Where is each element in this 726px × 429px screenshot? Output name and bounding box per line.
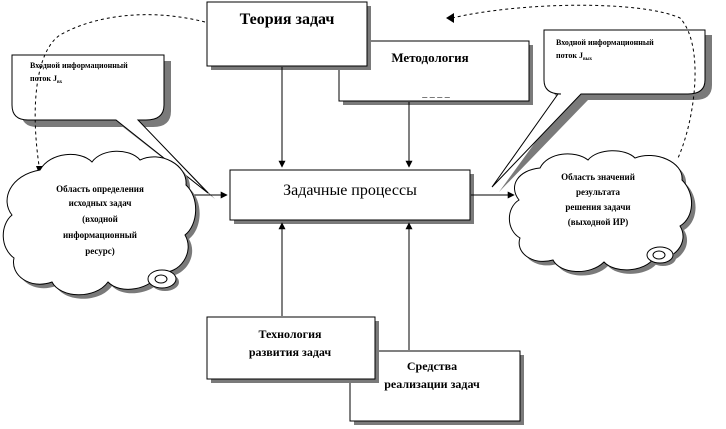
input-domain-line4: информационный: [63, 230, 137, 240]
task-processes-box: Задачные процессы: [229, 169, 474, 224]
task-processes-label: Задачные процессы: [283, 182, 417, 199]
output-stream-label-line2: поток Jвых: [556, 51, 593, 62]
input-dashed-curve: [34, 14, 206, 173]
output-domain-line1: Область значений: [561, 172, 635, 182]
output-dashed-arrowhead: [446, 13, 454, 23]
output-stream-label-line1: Входной информационный: [556, 38, 654, 47]
realization-means-label-line1: Средства: [407, 359, 457, 373]
input-domain-cloud: Область определения исходных задач (вход…: [2, 150, 200, 299]
input-stream-callout: Входной информационный поток Jвх: [11, 54, 215, 199]
tech-development-label-line1: Технология: [259, 327, 322, 341]
input-stream-label-line1: Входной информационный: [30, 61, 128, 70]
output-domain-line2: результата: [576, 187, 620, 197]
task-theory-box: Теория задач: [206, 1, 371, 70]
methodology-box: Методология _ _ _ _: [338, 40, 533, 105]
input-domain-line1: Область определения: [56, 184, 144, 194]
input-domain-line3: (входной: [82, 214, 118, 224]
input-stream-label-line2: поток Jвх: [30, 74, 63, 85]
output-domain-cloud: Область значений результата решения зада…: [508, 150, 696, 276]
output-stream-callout: Входной информационный поток Jвых: [491, 29, 712, 192]
input-domain-line5: ресурс): [85, 246, 114, 256]
realization-means-box: Средства реализации задач: [349, 350, 524, 425]
methodology-label: Методология: [391, 50, 468, 65]
task-theory-label: Теория задач: [240, 11, 335, 28]
tech-development-label-line2: развития задач: [249, 345, 332, 359]
output-domain-line4: (выходной ИР): [568, 217, 628, 227]
output-dashed-curve: [451, 4, 696, 159]
output-domain-line3: решения задачи: [565, 202, 630, 212]
input-domain-line2: исходных задач: [69, 198, 132, 208]
tech-development-box: Технология развития задач: [206, 316, 379, 383]
realization-means-label-line2: реализации задач: [384, 377, 480, 391]
methodology-placeholder: _ _ _ _: [421, 88, 451, 99]
